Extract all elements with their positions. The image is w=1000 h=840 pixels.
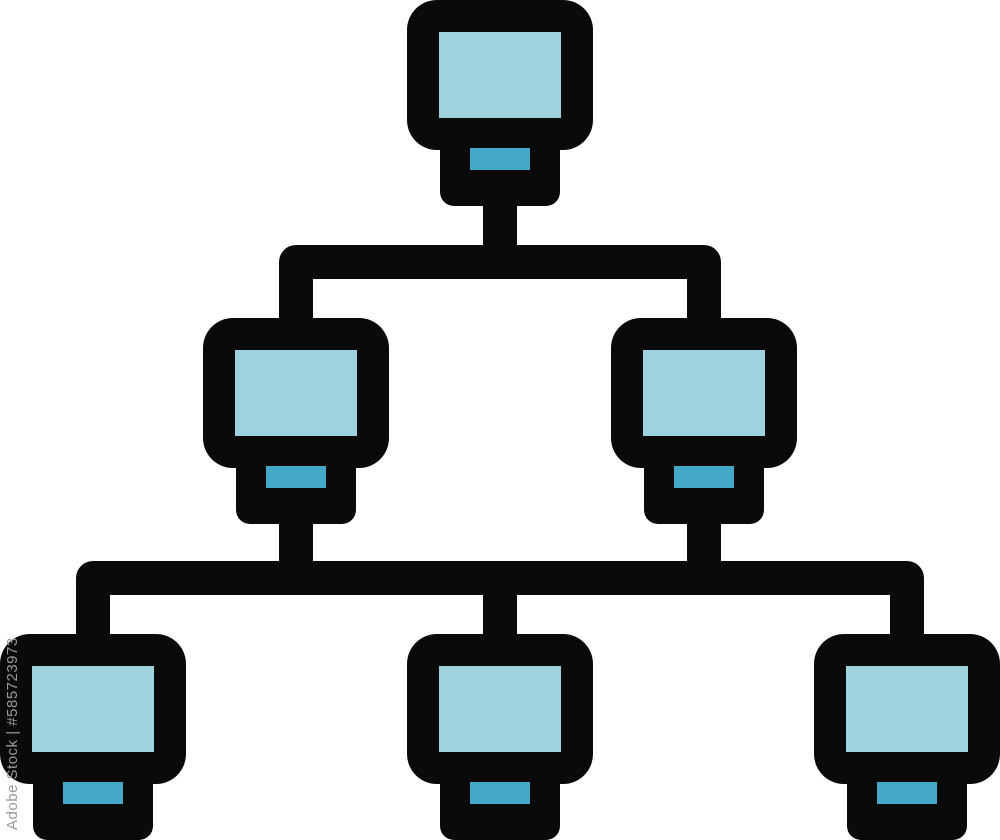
connectors [76, 181, 924, 652]
connector-root-to-level2 [279, 181, 721, 337]
monitor-screen [32, 666, 154, 752]
computer-node-level3-right [814, 634, 1000, 840]
computer-node-root [407, 0, 593, 206]
stand-base [470, 782, 530, 804]
stand-base [63, 782, 123, 804]
computer-node-level3-left [0, 634, 186, 840]
stand-base [266, 466, 326, 488]
stand-base [877, 782, 937, 804]
computer-node-level3-center [407, 634, 593, 840]
monitor-screen [235, 350, 357, 436]
monitor-screen [439, 666, 561, 752]
computer-node-level2-right [611, 318, 797, 524]
monitor-screen [643, 350, 765, 436]
stand-base [674, 466, 734, 488]
computer-node-level2-left [203, 318, 389, 524]
stand-base [470, 148, 530, 170]
watermark-text: Adobe Stock | #585723973 [4, 637, 21, 830]
monitor-screen [439, 32, 561, 118]
monitor-screen [846, 666, 968, 752]
connector-level2-to-level3 [76, 498, 924, 652]
